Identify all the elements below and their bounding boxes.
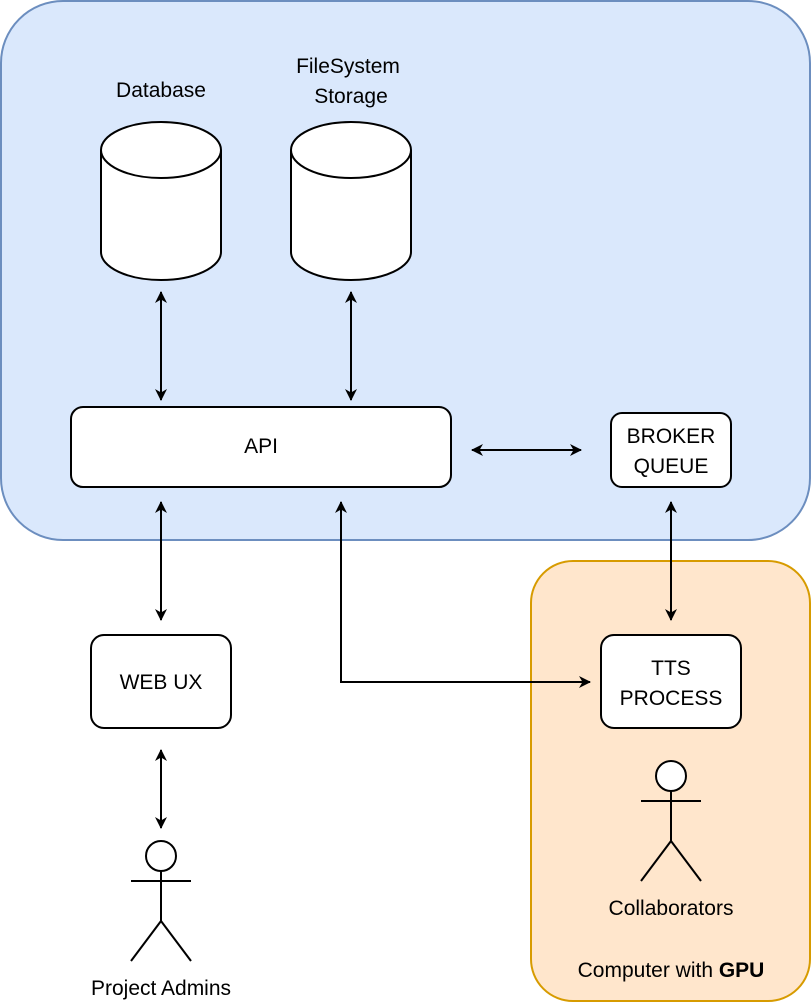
project-admins-actor-icon bbox=[130, 840, 192, 962]
tts-label-line2: PROCESS bbox=[620, 687, 723, 710]
filesystem-storage-cylinder[interactable] bbox=[290, 121, 412, 281]
gpu-region-label: Computer with GPU bbox=[578, 959, 765, 982]
broker-label-line2: QUEUE bbox=[634, 455, 709, 478]
broker-queue-box[interactable] bbox=[610, 412, 732, 488]
api-box[interactable] bbox=[70, 406, 452, 488]
gpu-region-label-bold: GPU bbox=[719, 959, 765, 982]
collaborators-actor-icon bbox=[640, 760, 702, 882]
filesystem-label-line2: Storage bbox=[314, 85, 388, 108]
filesystem-label-line1: FileSystem bbox=[296, 55, 400, 78]
gpu-region-label-prefix: Computer with bbox=[578, 959, 719, 982]
api-label: API bbox=[244, 435, 278, 458]
broker-label-line1: BROKER bbox=[627, 425, 716, 448]
web-ux-label: WEB UX bbox=[120, 671, 203, 694]
tts-label-line1: TTS bbox=[651, 657, 691, 680]
database-label: Database bbox=[116, 79, 206, 102]
project-admins-label: Project Admins bbox=[91, 977, 231, 1000]
tts-process-box[interactable] bbox=[600, 634, 742, 729]
collaborators-label: Collaborators bbox=[609, 897, 734, 920]
web-ux-box[interactable] bbox=[90, 634, 232, 729]
edge-api-tts bbox=[335, 501, 591, 688]
database-cylinder[interactable] bbox=[100, 121, 222, 281]
